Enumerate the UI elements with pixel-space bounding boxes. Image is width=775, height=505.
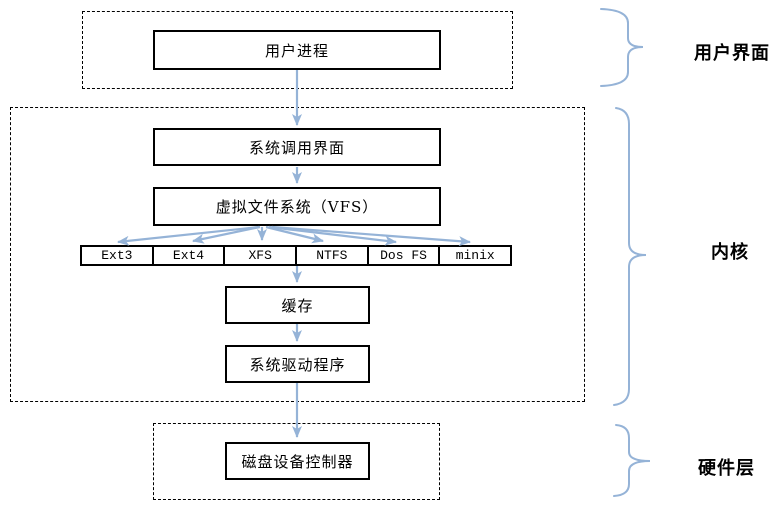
brace-kernel [613,107,647,406]
disk-controller-box: 磁盘设备控制器 [225,442,370,480]
fs-cell-ext4: Ext4 [151,247,224,264]
cache-label: 缓存 [281,296,314,315]
fs-label-ext3: Ext3 [101,248,133,263]
fs-cell-ntfs: NTFS [295,247,367,264]
syscall-interface-box: 系统调用界面 [153,128,441,166]
brace-hardware [613,424,651,497]
fs-cell-ext3: Ext3 [82,247,152,264]
fs-cell-xfs: XFS [223,247,295,264]
brace-user-interface [600,8,644,87]
label-user-interface: 用户界面 [694,43,770,64]
syscall-interface-label: 系统调用界面 [248,138,345,157]
label-kernel: 内核 [711,242,749,263]
cache-box: 缓存 [225,286,370,324]
driver-label: 系统驱动程序 [249,355,346,374]
label-hardware-layer: 硬件层 [698,458,755,479]
user-process-box: 用户进程 [153,30,441,70]
fs-label-ext4: Ext4 [172,248,205,263]
fs-cell-dosfs: Dos FS [366,247,439,264]
fs-label-dosfs: Dos FS [380,248,427,263]
filesystem-row: Ext3 Ext4 XFS NTFS Dos FS minix [80,245,512,266]
user-process-label: 用户进程 [264,41,329,60]
disk-controller-label: 磁盘设备控制器 [241,452,354,471]
fs-cell-minix: minix [438,247,510,264]
vfs-label: 虚拟文件系统（VFS） [215,198,379,216]
fs-label-xfs: XFS [248,248,272,263]
fs-label-ntfs: NTFS [316,248,348,263]
driver-box: 系统驱动程序 [225,345,370,383]
fs-label-minix: minix [455,248,495,263]
vfs-box: 虚拟文件系统（VFS） [153,187,441,226]
